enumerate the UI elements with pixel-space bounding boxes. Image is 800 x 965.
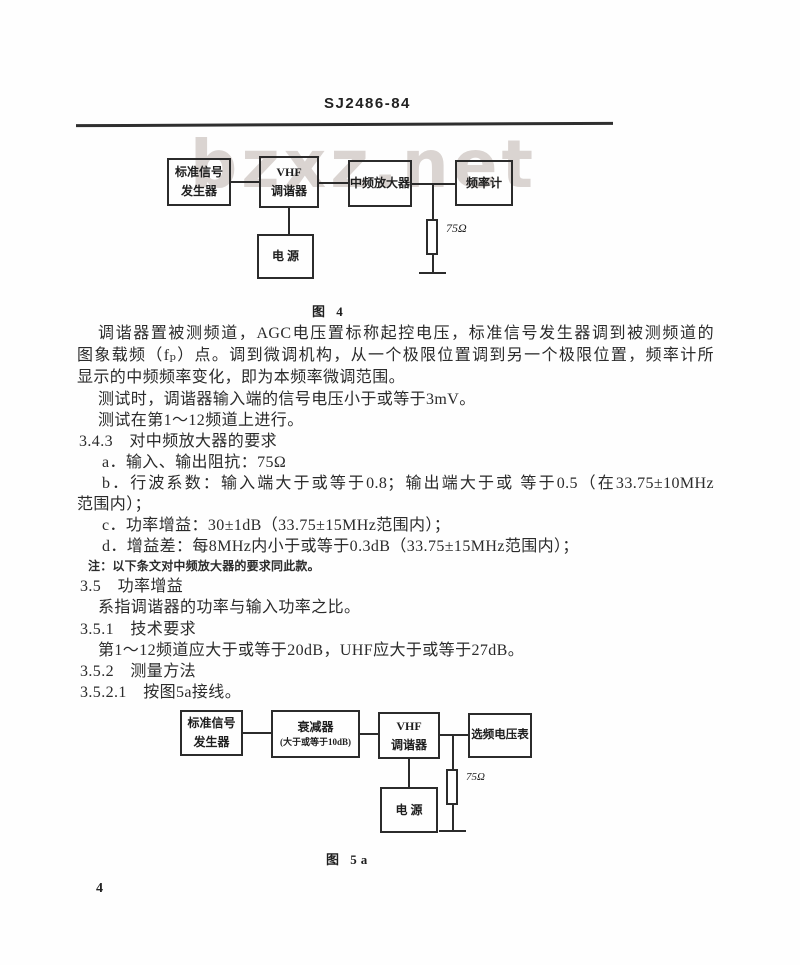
body-line: 调谐器置被测频道，AGC电压置标称起控电压，标准信号发生器调到被测频道的: [98, 325, 714, 342]
fig4-connector-line: [319, 182, 348, 184]
fig4-vhf-tuner-box: VHF 调谐器: [259, 156, 319, 208]
note-line: 注：以下条文对中频放大器的要求同此款。: [88, 559, 320, 573]
fig4-signal-generator-label-line1: 标准信号: [174, 165, 223, 180]
fig5a-signal-generator-label-line1: 标准信号: [187, 716, 236, 731]
fig4-power-connector-line: [288, 208, 290, 234]
fig4-frequency-counter-box: 频率计: [455, 160, 513, 206]
section-heading-3-4-3: 3.4.3 对中频放大器的要求: [79, 433, 278, 450]
fig4-ground-symbol: [419, 272, 446, 274]
watermark-text: bzxz.net: [190, 126, 538, 203]
fig4-vhf-tuner-label-line2: 调谐器: [270, 184, 307, 198]
fig5a-attenuator-box: 衰减器 (大于或等于10dB): [271, 710, 360, 758]
fig5a-vhf-tuner-box: VHF 调谐器: [378, 712, 440, 759]
body-line: 显示的中频频率变化，即为本频率微调范围。: [77, 369, 406, 386]
fig5a-attenuator-label-line2: (大于或等于10dB): [279, 737, 351, 748]
body-line: 测试在第1～12频道上进行。: [98, 412, 304, 429]
fig4-signal-generator-box: 标准信号 发生器: [167, 158, 231, 206]
fig5a-resistor-value-label: 75Ω: [466, 771, 485, 783]
list-item-b-continued: 范围内）；: [77, 496, 152, 513]
body-line: 第1～12频道应大于或等于20dB，UHF应大于或等于27dB。: [98, 642, 525, 659]
list-item-b: b．行波系数：输入端大于或等于0.8；输出端大于或 等于0.5（在33.75±1…: [102, 475, 714, 492]
fig5a-ground-symbol: [439, 830, 466, 832]
fig5a-vhf-tuner-label-line2: 调谐器: [390, 737, 427, 752]
list-item-c: c．功率增益：30±1dB（33.75±15MHz范围内）；: [102, 517, 451, 534]
fig5a-selective-voltmeter-label: 选频电压表: [471, 728, 529, 741]
body-line: 图象载频（fₚ）点。调到微调机构，从一个极限位置调到另一个极限位置，频率计所: [77, 347, 714, 364]
list-item-d: d．增益差：每8MHz内小于或等于0.3dB（33.75±15MHz范围内）；: [102, 538, 579, 555]
fig4-if-amplifier-box: 中频放大器: [348, 160, 412, 207]
fig5a-connector-line: [440, 734, 468, 736]
fig4-frequency-counter-label: 频率计: [465, 175, 502, 190]
body-line: 系指调谐器的功率与输入功率之比。: [98, 599, 361, 616]
fig4-resistor-value-label: 75Ω: [446, 221, 467, 235]
fig5a-power-supply-label: 电 源: [395, 802, 423, 817]
document-number: SJ2486-84: [324, 95, 411, 112]
fig4-power-supply-label: 电 源: [271, 249, 299, 264]
fig5a-selective-voltmeter-box: 选频电压表: [468, 713, 532, 758]
fig5a-power-connector-line: [408, 759, 410, 787]
fig4-power-supply-box: 电 源: [257, 234, 314, 279]
figure-4-caption: 图 4: [312, 304, 347, 319]
fig5a-signal-generator-box: 标准信号 发生器: [180, 710, 243, 756]
body-line: 测试时，调谐器输入端的信号电压小于或等于3mV。: [98, 391, 476, 408]
figure-5a-caption: 图 5a: [326, 852, 372, 867]
fig5a-connector-line: [243, 732, 271, 734]
fig4-resistor-symbol: [426, 219, 438, 255]
fig4-if-amplifier-label: 中频放大器: [350, 176, 411, 191]
section-heading-3-5-2: 3.5.2 测量方法: [80, 663, 197, 680]
section-heading-3-5: 3.5 功率增益: [80, 578, 184, 595]
fig4-signal-generator-label-line2: 发生器: [180, 184, 217, 198]
fig5a-power-supply-box: 电 源: [380, 787, 438, 833]
fig5a-signal-generator-label-line2: 发生器: [193, 735, 230, 749]
fig5a-resistor-symbol: [446, 769, 458, 805]
fig4-vhf-tuner-label-line1: VHF: [276, 165, 302, 180]
fig5a-attenuator-label-line1: 衰减器: [297, 719, 334, 734]
list-item-a: a．输入、输出阻抗：75Ω: [102, 454, 287, 471]
fig5a-vhf-tuner-label-line1: VHF: [396, 718, 422, 733]
fig4-connector-line: [231, 181, 259, 183]
section-heading-3-5-1: 3.5.1 技术要求: [80, 621, 197, 638]
page-number: 4: [96, 881, 103, 896]
section-heading-3-5-2-1: 3.5.2.1 按图5a接线。: [80, 684, 242, 701]
fig5a-connector-line: [360, 733, 378, 735]
